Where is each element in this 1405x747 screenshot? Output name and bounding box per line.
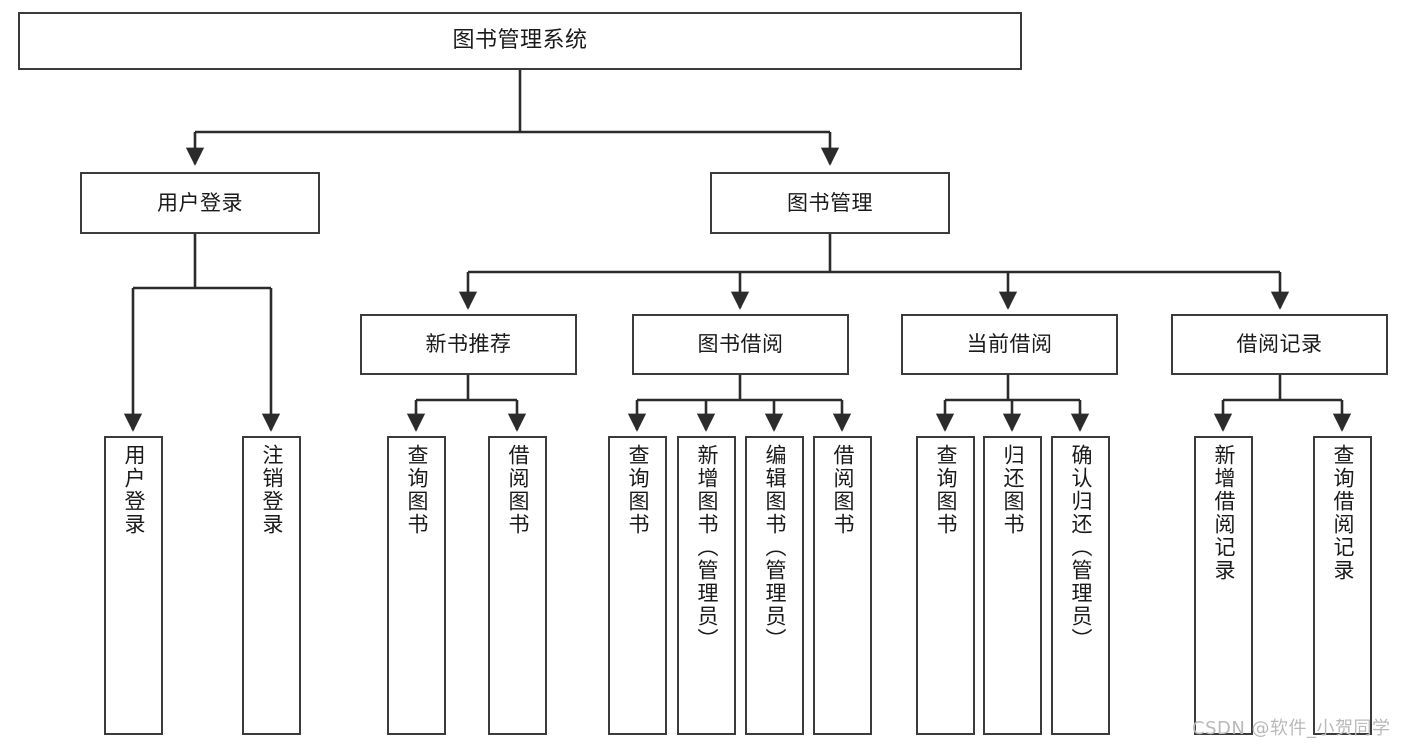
node-leaf-confirm-return[interactable]: 确认归还（管理员） (1051, 436, 1110, 735)
node-leaf-query-book-2-label: 查询图书 (626, 444, 650, 536)
node-leaf-borrow-book-2-label: 借阅图书 (831, 444, 855, 536)
node-book-manage[interactable]: 图书管理 (710, 172, 950, 234)
node-leaf-add-record[interactable]: 新增借阅记录 (1194, 436, 1253, 735)
node-leaf-borrow-book-1-label: 借阅图书 (506, 444, 530, 536)
node-leaf-return-book-label: 归还图书 (1001, 444, 1025, 536)
node-leaf-edit-book[interactable]: 编辑图书（管理员） (745, 436, 804, 735)
node-leaf-add-book-label: 新增图书（管理员） (695, 444, 719, 651)
node-leaf-confirm-return-label: 确认归还（管理员） (1069, 444, 1093, 651)
node-leaf-query-book-3[interactable]: 查询图书 (916, 436, 975, 735)
node-root[interactable]: 图书管理系统 (18, 12, 1022, 70)
node-leaf-query-record[interactable]: 查询借阅记录 (1313, 436, 1372, 735)
node-leaf-query-book-1-label: 查询图书 (405, 444, 429, 536)
node-leaf-query-record-label: 查询借阅记录 (1331, 444, 1355, 582)
node-leaf-user-logout[interactable]: 注销登录 (242, 436, 301, 735)
node-new-book-recommend[interactable]: 新书推荐 (360, 314, 577, 375)
node-leaf-add-book[interactable]: 新增图书（管理员） (677, 436, 736, 735)
node-leaf-user-login-label: 用户登录 (122, 444, 146, 536)
node-book-borrow-label: 图书借阅 (697, 332, 784, 357)
node-leaf-user-login[interactable]: 用户登录 (104, 436, 163, 735)
node-book-manage-label: 图书管理 (787, 190, 873, 215)
node-leaf-add-record-label: 新增借阅记录 (1212, 444, 1236, 582)
node-book-borrow[interactable]: 图书借阅 (632, 314, 849, 375)
node-leaf-query-book-1[interactable]: 查询图书 (387, 436, 446, 735)
node-leaf-query-book-2[interactable]: 查询图书 (608, 436, 667, 735)
node-leaf-return-book[interactable]: 归还图书 (983, 436, 1042, 735)
node-borrow-record-label: 借阅记录 (1236, 332, 1323, 357)
node-borrow-record[interactable]: 借阅记录 (1171, 314, 1388, 375)
node-user-login-label: 用户登录 (157, 190, 243, 215)
node-new-book-recommend-label: 新书推荐 (425, 332, 512, 357)
node-current-borrow[interactable]: 当前借阅 (901, 314, 1118, 375)
node-leaf-borrow-book-1[interactable]: 借阅图书 (488, 436, 547, 735)
node-leaf-user-logout-label: 注销登录 (260, 444, 284, 536)
node-current-borrow-label: 当前借阅 (966, 332, 1053, 357)
node-leaf-query-book-3-label: 查询图书 (934, 444, 958, 536)
node-leaf-edit-book-label: 编辑图书（管理员） (763, 444, 787, 651)
node-user-login[interactable]: 用户登录 (80, 172, 320, 234)
node-leaf-borrow-book-2[interactable]: 借阅图书 (813, 436, 872, 735)
node-root-label: 图书管理系统 (452, 28, 588, 54)
